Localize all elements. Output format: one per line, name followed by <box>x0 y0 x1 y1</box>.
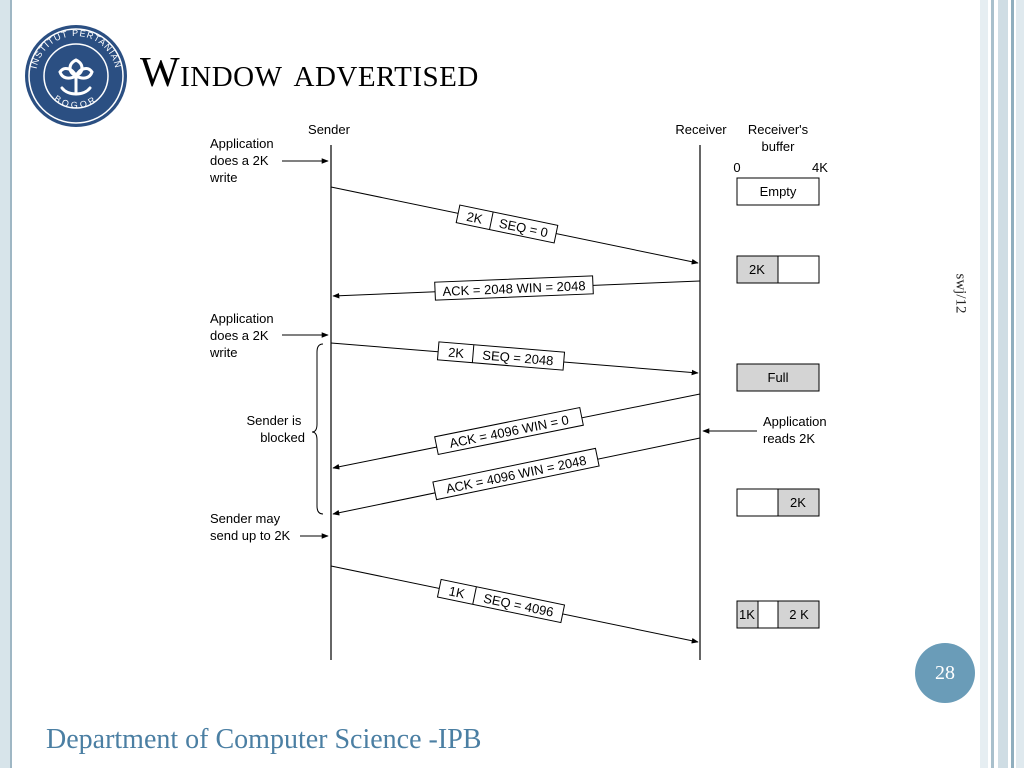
msg-ack4096-win0-label: ACK = 4096 WIN = 0 <box>434 406 584 456</box>
svg-text:1K: 1K <box>448 583 467 601</box>
ipb-logo: INSTITUT PERTANIAN BOGOR <box>25 25 127 127</box>
slide-title: Window advertised <box>140 50 479 96</box>
side-note: swj/12 <box>952 273 969 314</box>
page-number-badge: 28 <box>915 643 975 703</box>
app-write-note-1: Application does a 2K write <box>209 136 277 185</box>
svg-text:SEQ = 2048: SEQ = 2048 <box>482 347 554 368</box>
buffer-label-line2: buffer <box>761 139 795 154</box>
sender-may-send-note: Sender may send up to 2K <box>210 511 291 543</box>
buffer-state-full: Full <box>736 363 820 392</box>
msg-seq2048-label: 2K SEQ = 2048 <box>436 341 566 371</box>
buffer-scale-start: 0 <box>733 160 740 175</box>
buffer-state-1k-2k: 1K 2 K <box>736 600 820 629</box>
svg-text:2K: 2K <box>749 262 765 277</box>
sender-blocked-note: Sender is blocked <box>246 413 305 445</box>
buffer-state-half-right: 2K <box>736 488 820 517</box>
svg-text:1K: 1K <box>739 607 755 622</box>
svg-text:2K: 2K <box>465 209 484 227</box>
svg-text:ACK = 2048 WIN = 2048: ACK = 2048 WIN = 2048 <box>442 278 586 299</box>
svg-text:2 K: 2 K <box>789 607 809 622</box>
buffer-scale-end: 4K <box>812 160 828 175</box>
app-reads-note: Application reads 2K <box>763 414 830 446</box>
receiver-label: Receiver <box>675 122 727 137</box>
buffer-label-line1: Receiver's <box>748 122 809 137</box>
msg-ack4096-win2048-label: ACK = 4096 WIN = 2048 <box>432 447 600 501</box>
svg-text:2K: 2K <box>448 345 465 361</box>
buffer-state-half-left: 2K <box>736 255 820 284</box>
msg-ack2048-label: ACK = 2048 WIN = 2048 <box>434 275 594 301</box>
svg-text:Full: Full <box>768 370 789 385</box>
buffer-state-empty: Empty <box>736 177 820 206</box>
blocked-brace <box>311 343 324 515</box>
msg-seq4096-label: 1K SEQ = 4096 <box>436 578 566 624</box>
left-border <box>0 0 12 768</box>
svg-text:Empty: Empty <box>760 184 797 199</box>
svg-text:ACK = 4096 WIN = 2048: ACK = 4096 WIN = 2048 <box>445 453 588 497</box>
right-border-stripes <box>980 0 1024 768</box>
sender-label: Sender <box>308 122 351 137</box>
svg-text:2K: 2K <box>790 495 806 510</box>
msg-seq0-label: 2K SEQ = 0 <box>455 204 559 244</box>
app-write-note-2: Application does a 2K write <box>209 311 277 360</box>
footer-text: Department of Computer Science -IPB <box>46 724 482 755</box>
